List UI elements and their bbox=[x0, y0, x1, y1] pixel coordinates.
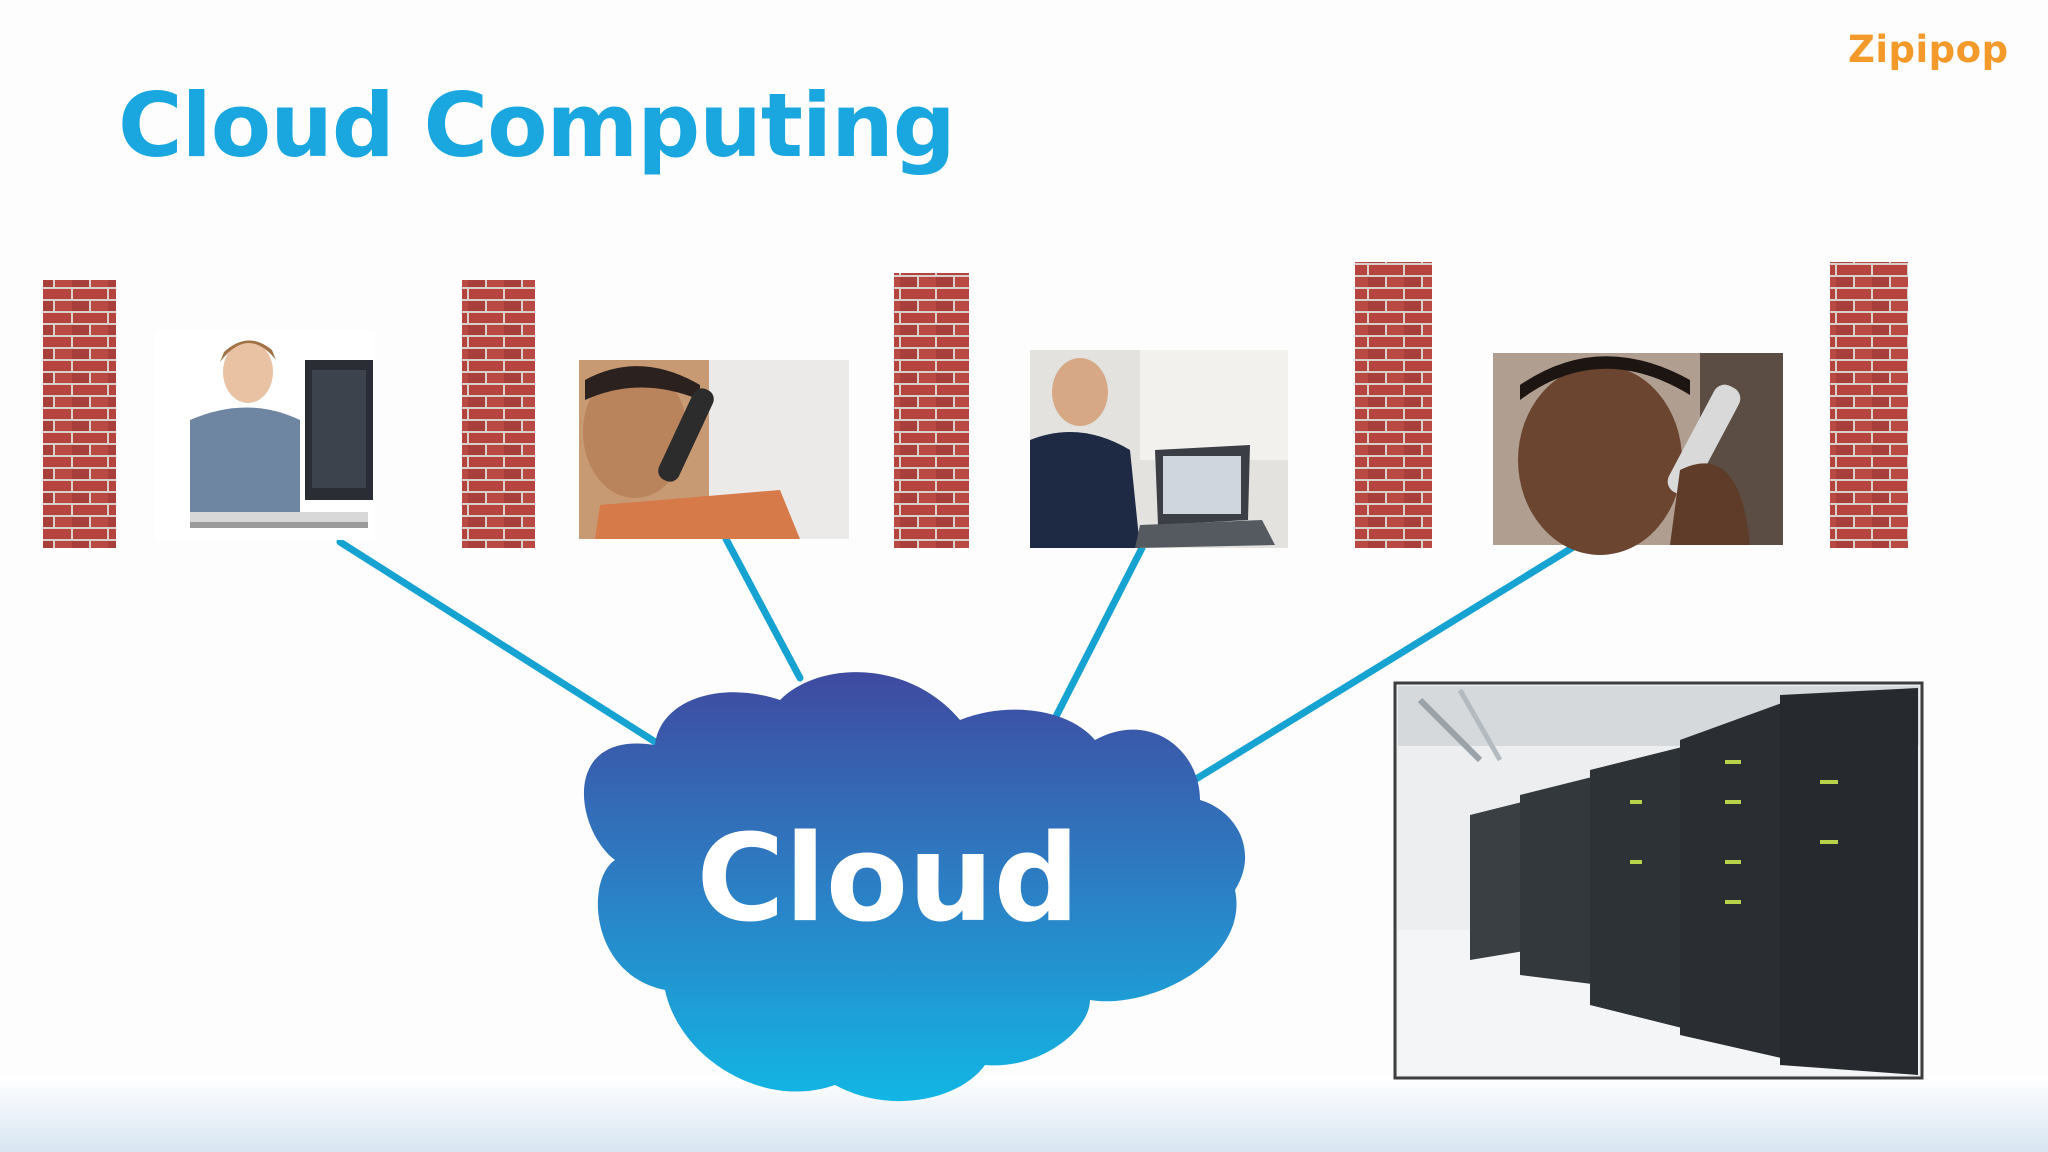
user-phone-photo-icon bbox=[579, 360, 849, 539]
brick-wall-icon bbox=[894, 273, 969, 548]
cloud-label: Cloud bbox=[697, 810, 1080, 949]
cloud-shape bbox=[583, 672, 1246, 1102]
user-laptop-photo-icon bbox=[1030, 350, 1288, 548]
brick-wall-icon bbox=[1830, 262, 1908, 548]
slide-bottom-band bbox=[0, 1077, 2048, 1152]
user-mobile-photo-icon bbox=[1493, 353, 1783, 555]
connector-user-1 bbox=[336, 538, 664, 749]
firewalls bbox=[43, 262, 1908, 548]
server-rack-photo-icon bbox=[1393, 681, 1924, 1080]
user-desktop-photo-icon bbox=[155, 330, 375, 540]
brick-wall-icon bbox=[462, 280, 535, 548]
slide-title: Cloud Computing bbox=[118, 74, 956, 177]
brick-wall-icon bbox=[43, 280, 116, 548]
connector-user-4 bbox=[1166, 539, 1584, 799]
connector-lines bbox=[336, 535, 1584, 799]
connector-user-2 bbox=[722, 535, 804, 682]
connector-user-3 bbox=[1040, 544, 1146, 744]
brick-wall-icon bbox=[1355, 262, 1432, 548]
zipipop-logo: Zipipop bbox=[1848, 28, 2009, 71]
